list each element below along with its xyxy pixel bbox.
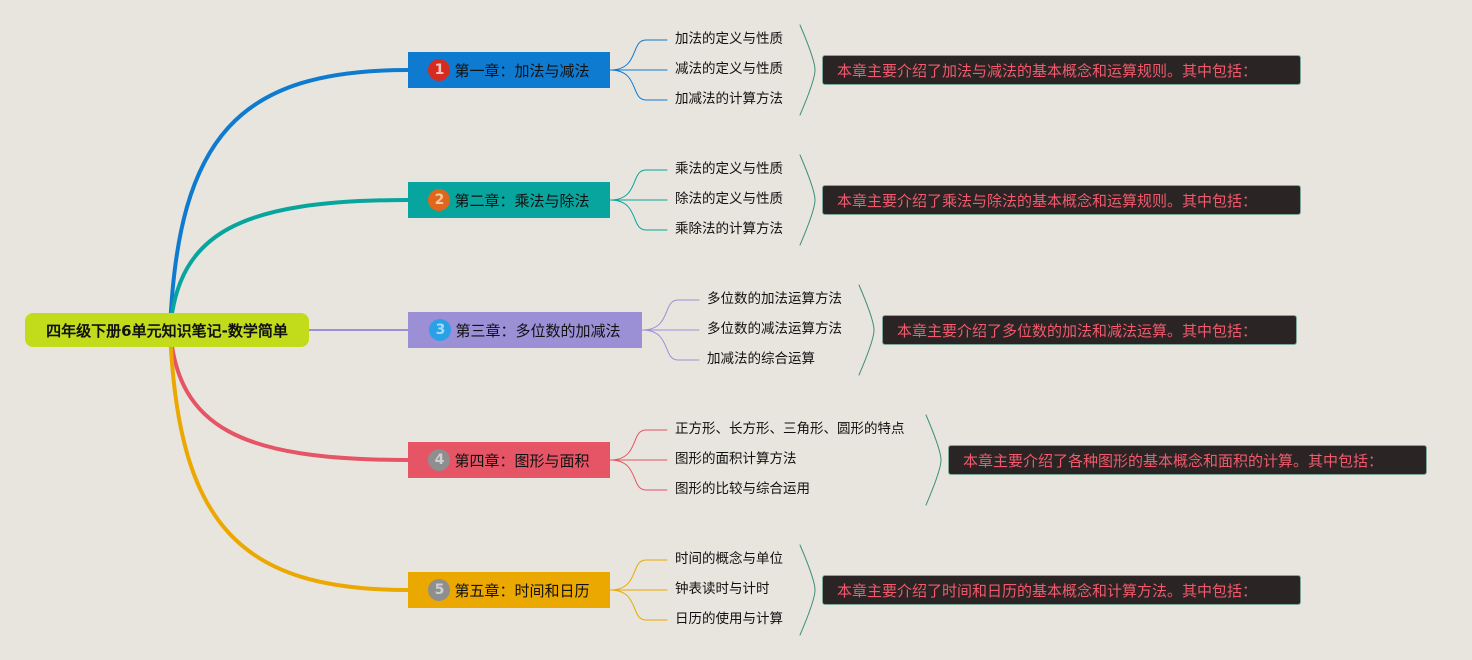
topic-item[interactable]: 日历的使用与计算	[675, 611, 783, 627]
root-topic[interactable]: 四年级下册6单元知识笔记-数学简单	[25, 313, 309, 347]
summary-brace	[799, 24, 816, 116]
topic-item[interactable]: 正方形、长方形、三角形、圆形的特点	[675, 421, 905, 437]
summary-box[interactable]: 本章主要介绍了乘法与除法的基本概念和运算规则。其中包括：	[822, 185, 1301, 215]
topic-item[interactable]: 时间的概念与单位	[675, 551, 783, 567]
summary-box[interactable]: 本章主要介绍了多位数的加法和减法运算。其中包括：	[882, 315, 1297, 345]
chapter-title: 第五章：时间和日历	[454, 581, 590, 600]
chapter-title: 第三章：多位数的加减法	[455, 321, 621, 340]
summary-brace	[799, 544, 816, 636]
topic-item[interactable]: 加法的定义与性质	[675, 31, 783, 47]
leaf-connector	[609, 169, 668, 201]
leaf-connector	[641, 299, 700, 331]
branch-line	[168, 328, 410, 462]
leaf-connector	[609, 199, 668, 231]
chapter-number-badge: 1	[428, 59, 451, 81]
leaf-connector	[609, 429, 668, 461]
chapter-title: 第二章：乘法与除法	[454, 191, 590, 210]
summary-brace	[858, 284, 875, 376]
leaf-connector	[609, 559, 668, 591]
branch-line	[168, 68, 410, 332]
leaf-connector	[641, 329, 700, 361]
topic-item[interactable]: 乘除法的计算方法	[675, 221, 783, 237]
topic-item[interactable]: 多位数的减法运算方法	[707, 321, 842, 337]
root-topic-label: 四年级下册6单元知识笔记-数学简单	[46, 321, 288, 340]
topic-item[interactable]: 加减法的综合运算	[707, 351, 815, 367]
topic-item[interactable]: 除法的定义与性质	[675, 191, 783, 207]
leaf-connector	[609, 459, 668, 491]
leaf-connector	[609, 589, 668, 621]
topic-item[interactable]: 减法的定义与性质	[675, 61, 783, 77]
topic-item[interactable]: 图形的面积计算方法	[675, 451, 797, 467]
chapter-title: 第四章：图形与面积	[454, 451, 590, 470]
topic-item[interactable]: 加减法的计算方法	[675, 91, 783, 107]
summary-box[interactable]: 本章主要介绍了加法与减法的基本概念和运算规则。其中包括：	[822, 55, 1301, 85]
summary-box[interactable]: 本章主要介绍了各种图形的基本概念和面积的计算。其中包括：	[948, 445, 1427, 475]
chapter-number-badge: 2	[428, 189, 451, 211]
leaf-connector	[609, 39, 668, 71]
chapter-number-badge: 3	[429, 319, 452, 341]
summary-brace	[925, 414, 942, 506]
topic-item[interactable]: 乘法的定义与性质	[675, 161, 783, 177]
topic-item[interactable]: 图形的比较与综合运用	[675, 481, 810, 497]
leaf-connector	[609, 69, 668, 101]
chapter-number-badge: 4	[428, 449, 451, 471]
chapter-number-badge: 5	[428, 579, 451, 601]
topic-item[interactable]: 钟表读时与计时	[675, 581, 770, 597]
topic-item[interactable]: 多位数的加法运算方法	[707, 291, 842, 307]
summary-box[interactable]: 本章主要介绍了时间和日历的基本概念和计算方法。其中包括：	[822, 575, 1301, 605]
summary-brace	[799, 154, 816, 246]
chapter-title: 第一章：加法与减法	[454, 61, 590, 80]
branch-line	[168, 198, 410, 332]
branch-line	[168, 328, 410, 592]
